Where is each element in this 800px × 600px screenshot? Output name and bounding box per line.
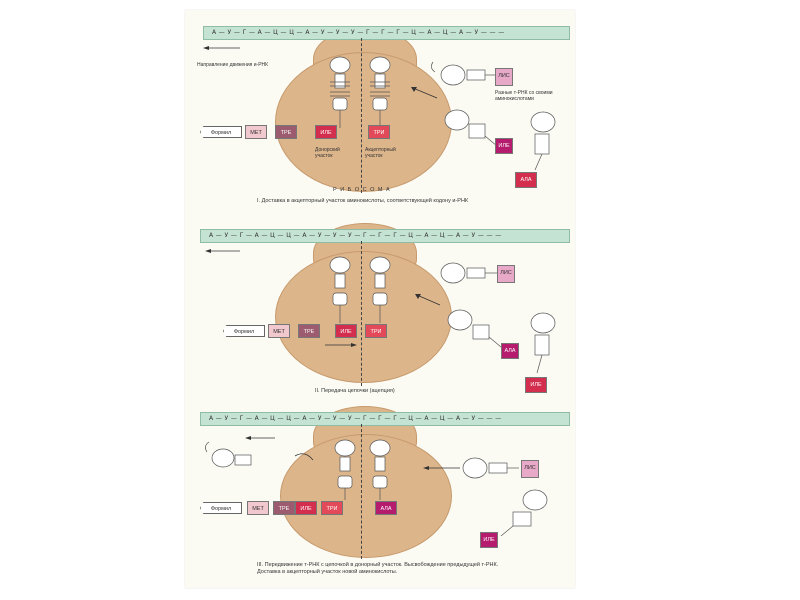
direction-arrow-head <box>203 46 209 50</box>
trna-donor <box>329 56 351 128</box>
direction-arrow-head <box>205 249 211 253</box>
different-trna-label: Разные т-РНК со своими аминокислотами <box>495 90 553 102</box>
site-divider <box>361 241 362 386</box>
incoming-arrow <box>412 87 438 99</box>
donor-site-label: Донорский участок <box>315 147 340 159</box>
ribosome-large-subunit <box>280 434 452 558</box>
amino-ile: ИЛЕ <box>295 501 317 515</box>
amino-tri: ТРИ <box>368 125 390 139</box>
amino-ala: АЛА <box>375 501 397 515</box>
direction-label: Направление движения и-РНК <box>197 62 269 68</box>
mrna-strand: А — У — Г — А — Ц — Ц — А — У — У — У — … <box>200 229 570 243</box>
amino-met: МЕТ <box>245 125 267 139</box>
amino-lis: ЛИС <box>495 68 513 86</box>
trna-acceptor <box>369 256 391 323</box>
amino-tre: ТРЕ <box>298 324 320 338</box>
trna-free-ile <box>447 309 502 348</box>
trna-donor <box>329 256 351 323</box>
trna-free-lis <box>462 457 519 479</box>
amino-lis: ЛИС <box>521 460 539 478</box>
caption-2: II. Передача цепочки (ацепция) <box>315 388 395 394</box>
panel-2: А — У — Г — А — Ц — Ц — А — У — У — У — … <box>185 215 575 405</box>
direction-arrow-head <box>245 436 251 440</box>
amino-ala: АЛА <box>515 172 537 188</box>
formyl-group: Формил <box>223 325 265 337</box>
site-divider <box>361 424 362 559</box>
mrna-strand: А — У — Г — А — Ц — Ц — А — У — У — У — … <box>200 412 570 426</box>
figure-sheet: А — У — Г — А — Ц — Ц — А — У — У — У — … <box>185 10 575 588</box>
release-arrow <box>294 453 314 461</box>
trna-free-ala <box>530 111 556 171</box>
panel-1: А — У — Г — А — Ц — Ц — А — У — У — У — … <box>185 10 575 204</box>
trna-drawings <box>205 249 556 374</box>
trna-free-lis <box>440 262 497 284</box>
amino-ile-free: ИЛЕ <box>480 532 498 548</box>
amino-tri: ТРИ <box>321 501 343 515</box>
trna-free-lis <box>431 61 497 86</box>
amino-met: МЕТ <box>268 324 290 338</box>
trna-free-ala <box>530 312 556 374</box>
ribosome-label: Р И Б О С О М А <box>333 187 391 193</box>
caption-1: I. Доставка в акцепторный участок аминок… <box>257 198 469 204</box>
incoming-arrow <box>416 294 441 306</box>
incoming-arrow-head <box>415 294 421 299</box>
caption-3: III. Передвижение т-РНК с цепочкой в дон… <box>257 562 499 575</box>
formyl-group: Формил <box>200 126 242 138</box>
incoming-arrow-head <box>411 87 417 92</box>
mrna-strand: А — У — Г — А — Ц — Ц — А — У — У — У — … <box>203 26 570 40</box>
amino-ile-free: ИЛЕ <box>525 377 547 393</box>
amino-lis: ЛИС <box>497 265 515 283</box>
trna-donor <box>334 439 356 500</box>
trna-drawings <box>205 436 548 537</box>
trna-free-ile <box>444 109 498 147</box>
amino-tre: ТРЕ <box>273 501 295 515</box>
amino-ile-free: ИЛЕ <box>495 138 513 154</box>
amino-tri: ТРИ <box>365 324 387 338</box>
formyl-group: Формил <box>200 502 242 514</box>
trna-acceptor <box>369 56 391 128</box>
trna-drawings <box>203 46 556 171</box>
trna-acceptor <box>369 439 391 500</box>
panel-3: А — У — Г — А — Ц — Ц — А — У — У — У — … <box>185 400 575 590</box>
trna-free-ala <box>500 489 548 537</box>
amino-ile: ИЛЕ <box>315 125 337 139</box>
amino-met: МЕТ <box>247 501 269 515</box>
incoming-arrow-head <box>423 466 429 470</box>
ribosome-large-subunit <box>275 52 452 192</box>
site-divider <box>361 38 362 193</box>
amino-tre: ТРЕ <box>275 125 297 139</box>
transfer-arrow-head <box>351 343 357 347</box>
amino-ala: АЛА <box>501 343 519 359</box>
trna-released <box>205 441 252 468</box>
amino-ile: ИЛЕ <box>335 324 357 338</box>
acceptor-site-label: Акцепторный участок <box>365 147 396 159</box>
